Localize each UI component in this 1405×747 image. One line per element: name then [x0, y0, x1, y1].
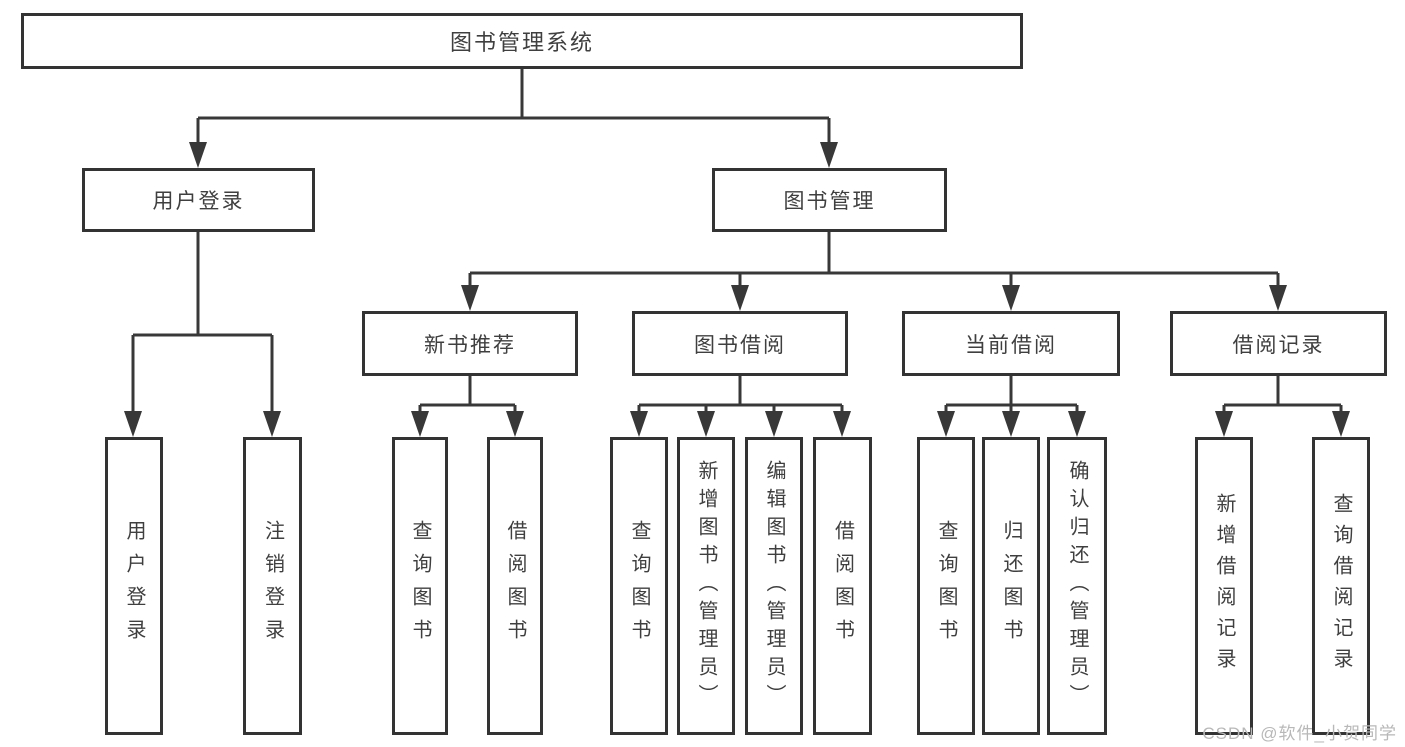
leaf-label: 查询图书 — [409, 520, 431, 652]
arrow-icon — [820, 142, 838, 168]
arrow-icon — [1215, 411, 1233, 437]
edge-borrowing-to-leaves — [637, 376, 844, 414]
edge-login-to-leaves — [131, 232, 274, 414]
leaf-logout: 注销登录 — [243, 437, 302, 735]
node-borrow-records: 借阅记录 — [1170, 311, 1387, 376]
arrow-icon — [461, 285, 479, 311]
arrow-icon — [1068, 411, 1086, 437]
arrow-icon — [1269, 285, 1287, 311]
leaf-records-query-record: 查询借阅记录 — [1312, 437, 1370, 735]
leaf-label: 查询借阅记录 — [1330, 493, 1352, 679]
leaf-user-login: 用户登录 — [105, 437, 163, 735]
leaf-label: 新增图书（管理员） — [695, 460, 717, 712]
leaf-borrowing-query-books: 查询图书 — [610, 437, 668, 735]
arrow-icon — [630, 411, 648, 437]
node-user-login: 用户登录 — [82, 168, 315, 232]
arrow-icon — [124, 411, 142, 437]
arrow-icon — [1002, 285, 1020, 311]
arrow-icon — [411, 411, 429, 437]
leaf-label: 确认归还（管理员） — [1066, 460, 1088, 712]
leaf-label: 用户登录 — [123, 520, 145, 652]
arrow-icon — [1332, 411, 1350, 437]
arrow-icon — [263, 411, 281, 437]
arrow-icon — [731, 285, 749, 311]
arrowheads — [124, 142, 1350, 437]
edge-mgmt-to-level3 — [468, 232, 1280, 288]
leaf-label: 借阅图书 — [831, 520, 854, 652]
leaf-recommend-query-books: 查询图书 — [392, 437, 448, 735]
edge-newbook-to-leaves — [418, 376, 517, 414]
arrow-icon — [506, 411, 524, 437]
arrow-icon — [1002, 411, 1020, 437]
leaf-label: 编辑图书（管理员） — [763, 460, 785, 712]
leaf-borrowing-borrow-books: 借阅图书 — [813, 437, 872, 735]
leaf-label: 归还图书 — [1000, 520, 1022, 652]
node-root-system: 图书管理系统 — [21, 13, 1023, 69]
leaf-recommend-borrow-books: 借阅图书 — [487, 437, 543, 735]
leaf-borrowing-edit-books-admin: 编辑图书（管理员） — [745, 437, 803, 735]
leaf-label: 查询图书 — [628, 520, 650, 652]
leaf-current-return-books: 归还图书 — [982, 437, 1040, 735]
edge-lines — [131, 69, 1343, 414]
csdn-watermark: CSDN @软件_小贺同学 — [1202, 724, 1397, 743]
arrow-icon — [697, 411, 715, 437]
node-book-borrowing: 图书借阅 — [632, 311, 848, 376]
arrow-icon — [833, 411, 851, 437]
leaf-current-query-books: 查询图书 — [917, 437, 975, 735]
node-current-borrowing: 当前借阅 — [902, 311, 1120, 376]
leaf-borrowing-add-books-admin: 新增图书（管理员） — [677, 437, 735, 735]
leaf-label: 注销登录 — [261, 520, 284, 652]
edge-current-to-leaves — [944, 376, 1079, 414]
arrow-icon — [189, 142, 207, 168]
arrow-icon — [765, 411, 783, 437]
node-book-management: 图书管理 — [712, 168, 947, 232]
edge-records-to-leaves — [1222, 376, 1343, 414]
node-new-book-recommend: 新书推荐 — [362, 311, 578, 376]
leaf-label: 新增借阅记录 — [1213, 493, 1235, 679]
leaf-label: 借阅图书 — [504, 520, 526, 652]
leaf-current-confirm-return-admin: 确认归还（管理员） — [1047, 437, 1107, 735]
arrow-icon — [937, 411, 955, 437]
leaf-records-add-record: 新增借阅记录 — [1195, 437, 1253, 735]
leaf-label: 查询图书 — [935, 520, 957, 652]
edge-root-to-level2 — [196, 69, 831, 144]
